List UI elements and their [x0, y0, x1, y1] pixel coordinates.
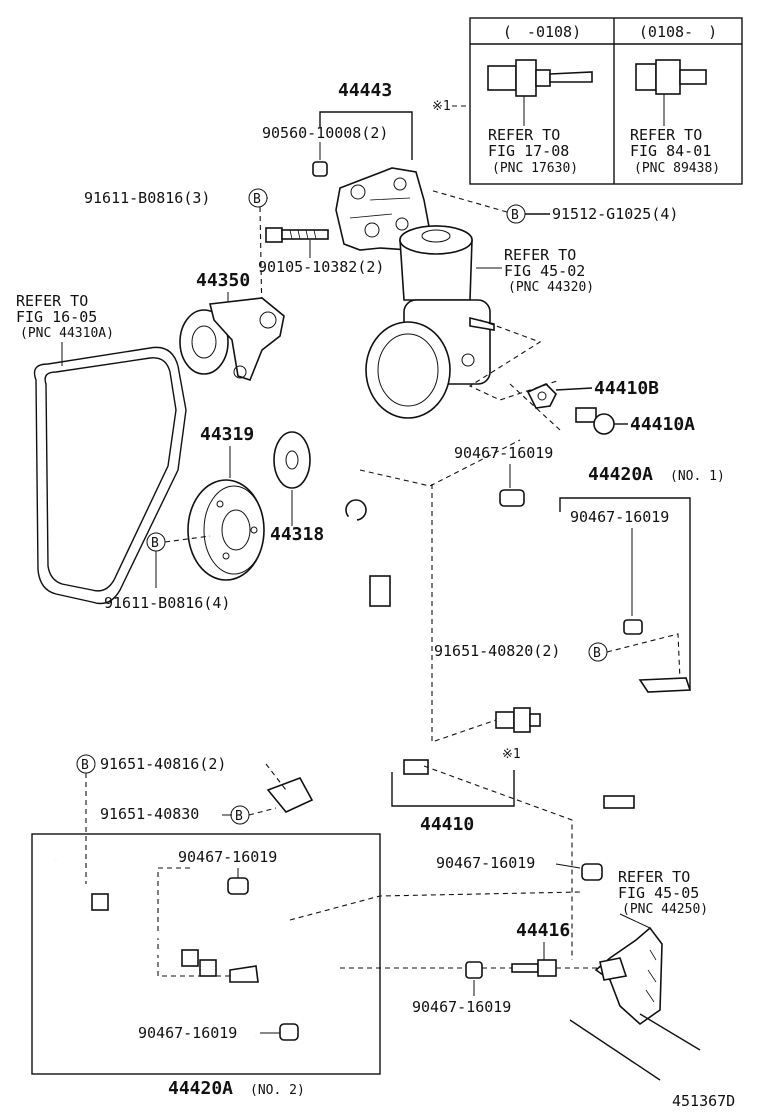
union-44416-icon: [511, 959, 557, 977]
variant-left-header: ( -0108): [503, 23, 581, 41]
ref-1605-line2: FIG 16-05: [16, 308, 97, 326]
drive-belt-icon: [33, 346, 187, 605]
label-91611-top: 91611-B0816(3): [84, 189, 210, 207]
bolt-mark-b-4-letter: B: [593, 646, 601, 661]
return-hose-no2-icon: [241, 895, 346, 1065]
variant-right-ref-line3: (PNC 89438): [634, 161, 720, 176]
variant-note-mark: ※1: [432, 99, 451, 114]
label-44420A-no1-suffix: (NO. 1): [670, 469, 725, 484]
pressure-switch-early-icon: [487, 59, 593, 126]
ref-4505-line3: (PNC 44250): [622, 902, 708, 917]
label-44318: 44318: [270, 524, 324, 545]
label-44410B: 44410B: [594, 378, 659, 399]
ref-4505-line1: REFER TO: [618, 868, 690, 886]
ref-4502-line3: (PNC 44320): [508, 280, 594, 295]
pressure-switch-icon: [495, 707, 541, 733]
variant-right-ref-line1: REFER TO: [630, 126, 702, 144]
variant-left-ref-line3: (PNC 17630): [492, 161, 578, 176]
label-44410A: 44410A: [630, 414, 695, 435]
figure-id: 451367D: [672, 1092, 735, 1110]
label-44410: 44410: [420, 814, 474, 835]
label-90467-f: 90467-16019: [138, 1024, 237, 1042]
label-91651-40830: 91651-40830: [100, 805, 199, 823]
power-steering-pump-icon: [365, 225, 495, 419]
idler-pulley-icon: [179, 297, 285, 381]
bolt-90105-icon: [265, 227, 329, 243]
label-44443: 44443: [338, 80, 392, 101]
nut-90560-icon: [312, 161, 328, 177]
variant-right-ref-line2: FIG 84-01: [630, 142, 711, 160]
variant-box: ( -0108) (0108- ) REFER TO FIG 17-08 (PN…: [432, 17, 743, 185]
label-90467-b: 90467-16019: [570, 508, 669, 526]
label-44319: 44319: [200, 424, 254, 445]
return-tube-icon: [603, 647, 692, 841]
label-90105: 90105-10382(2): [258, 258, 384, 276]
hose-clamp-b-icon: [623, 619, 643, 635]
label-90467-e: 90467-16019: [412, 998, 511, 1016]
union-bolt-44410a-icon: [575, 407, 615, 435]
pump-pulley-icon: [187, 479, 265, 581]
ref-1605-line1: REFER TO: [16, 292, 88, 310]
hose-clamp-f-icon: [279, 1023, 299, 1041]
variant-left-ref-line2: FIG 17-08: [488, 142, 569, 160]
label-90467-a: 90467-16019: [454, 444, 553, 462]
ref-1605-line3: (PNC 44310A): [20, 326, 114, 341]
hose-clamp-c-icon: [227, 877, 249, 895]
label-44420A-no1: 44420A: [588, 464, 653, 485]
label-91611-bottom: 91611-B0816(4): [104, 594, 230, 612]
bolt-mark-b-6-letter: B: [235, 809, 243, 824]
pressure-switch-late-icon: [635, 59, 707, 126]
label-44420A-no2: 44420A: [168, 1078, 233, 1099]
label-44416: 44416: [516, 920, 570, 941]
return-hose-no1-icon: [533, 511, 625, 605]
cooler-tube-icon: [49, 859, 259, 1037]
label-44420A-no2-suffix: (NO. 2): [250, 1083, 305, 1098]
bolt-mark-b-2-letter: B: [511, 208, 519, 223]
label-90467-d: 90467-16019: [436, 854, 535, 872]
ref-4502-line2: FIG 45-02: [504, 262, 585, 280]
ref-4502-line1: REFER TO: [504, 246, 576, 264]
hose-clamp-a-icon: [499, 489, 525, 507]
label-91651-40820: 91651-40820(2): [434, 642, 560, 660]
label-91512: 91512-G1025(4): [552, 205, 678, 223]
label-90560: 90560-10008(2): [262, 124, 388, 142]
variant-left-ref-line1: REFER TO: [488, 126, 560, 144]
hose-clamp-e-icon: [465, 961, 483, 979]
hose-no2-group-box: [31, 833, 381, 1075]
pulley-plate-44318-icon: [273, 431, 311, 489]
variant-right-header: (0108- ): [639, 23, 717, 41]
bolt-mark-b-1-letter: B: [253, 192, 261, 207]
label-91651-40816: 91651-40816(2): [100, 755, 226, 773]
label-note-mark-valve: ※1: [502, 747, 521, 762]
bolt-mark-b-3-letter: B: [151, 536, 159, 551]
label-90467-c: 90467-16019: [178, 848, 277, 866]
steering-gear-icon: [569, 926, 701, 1081]
pressure-hose-44410-icon: [266, 499, 429, 813]
bolt-mark-b-5-letter: B: [81, 758, 89, 773]
label-44350: 44350: [196, 270, 250, 291]
ref-4505-line2: FIG 45-05: [618, 884, 699, 902]
hose-clamp-d-icon: [581, 863, 603, 881]
